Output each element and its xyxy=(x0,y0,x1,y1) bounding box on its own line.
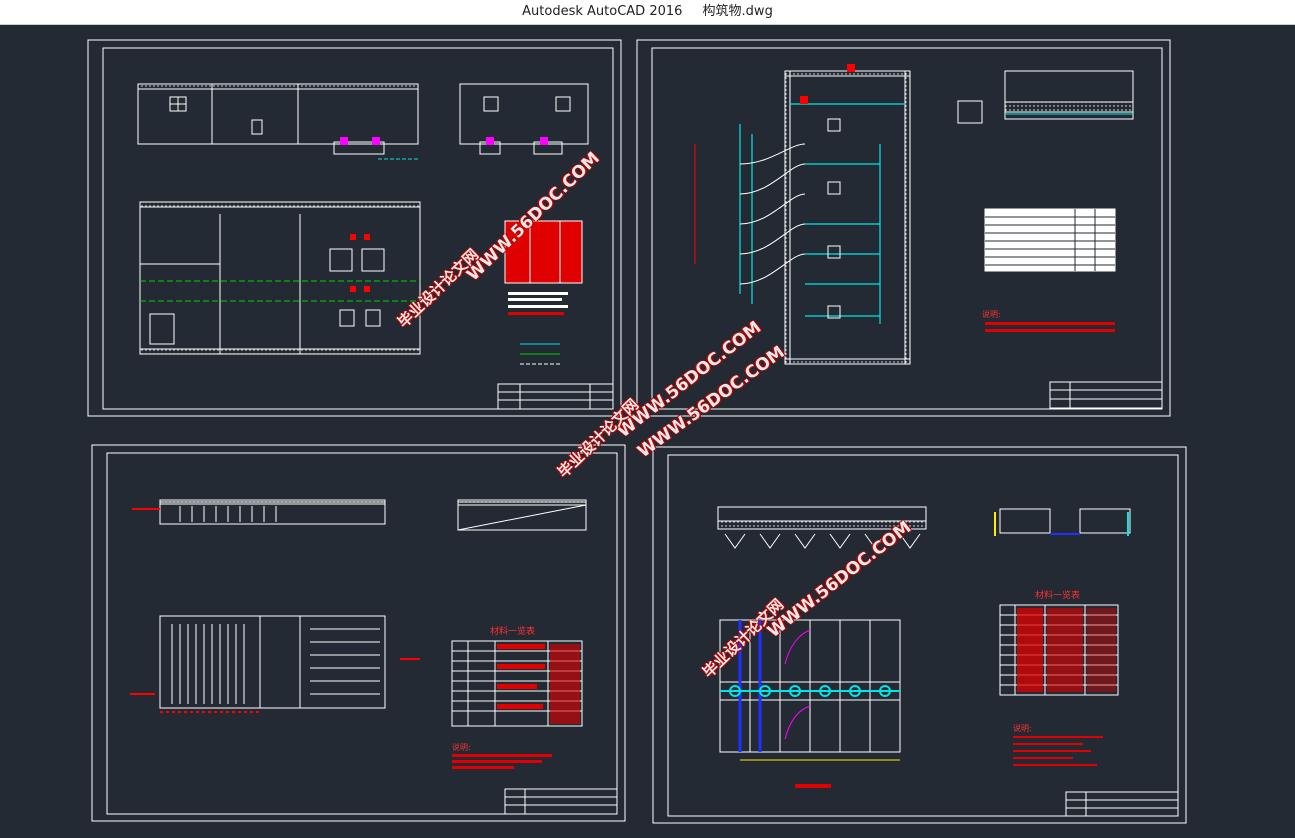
file-name: 构筑物.dwg xyxy=(702,4,773,19)
drawing-canvas[interactable]: 材料一览表 材料一览表 说明: 说明: 说明: WWW.56DOC.COM 毕业… xyxy=(0,24,1295,838)
sheet4-notes-title: 说明: xyxy=(1013,723,1032,733)
window-title-bar: Autodesk AutoCAD 2016 构筑物.dwg xyxy=(0,0,1295,25)
app-title: Autodesk AutoCAD 2016 xyxy=(522,4,683,19)
sheet3-notes-title: 说明: xyxy=(452,742,471,752)
sheet-1[interactable] xyxy=(87,39,622,417)
drawing-svg[interactable]: 材料一览表 材料一览表 说明: 说明: 说明: xyxy=(0,24,1295,838)
sheet-3[interactable] xyxy=(91,444,626,822)
sheet2-notes-title: 说明: xyxy=(982,309,1001,319)
sheet-4[interactable] xyxy=(652,446,1187,824)
sheet-2[interactable] xyxy=(636,39,1171,417)
sheet3-materials-title: 材料一览表 xyxy=(490,625,535,637)
sheet4-materials-title: 材料一览表 xyxy=(1035,589,1080,601)
